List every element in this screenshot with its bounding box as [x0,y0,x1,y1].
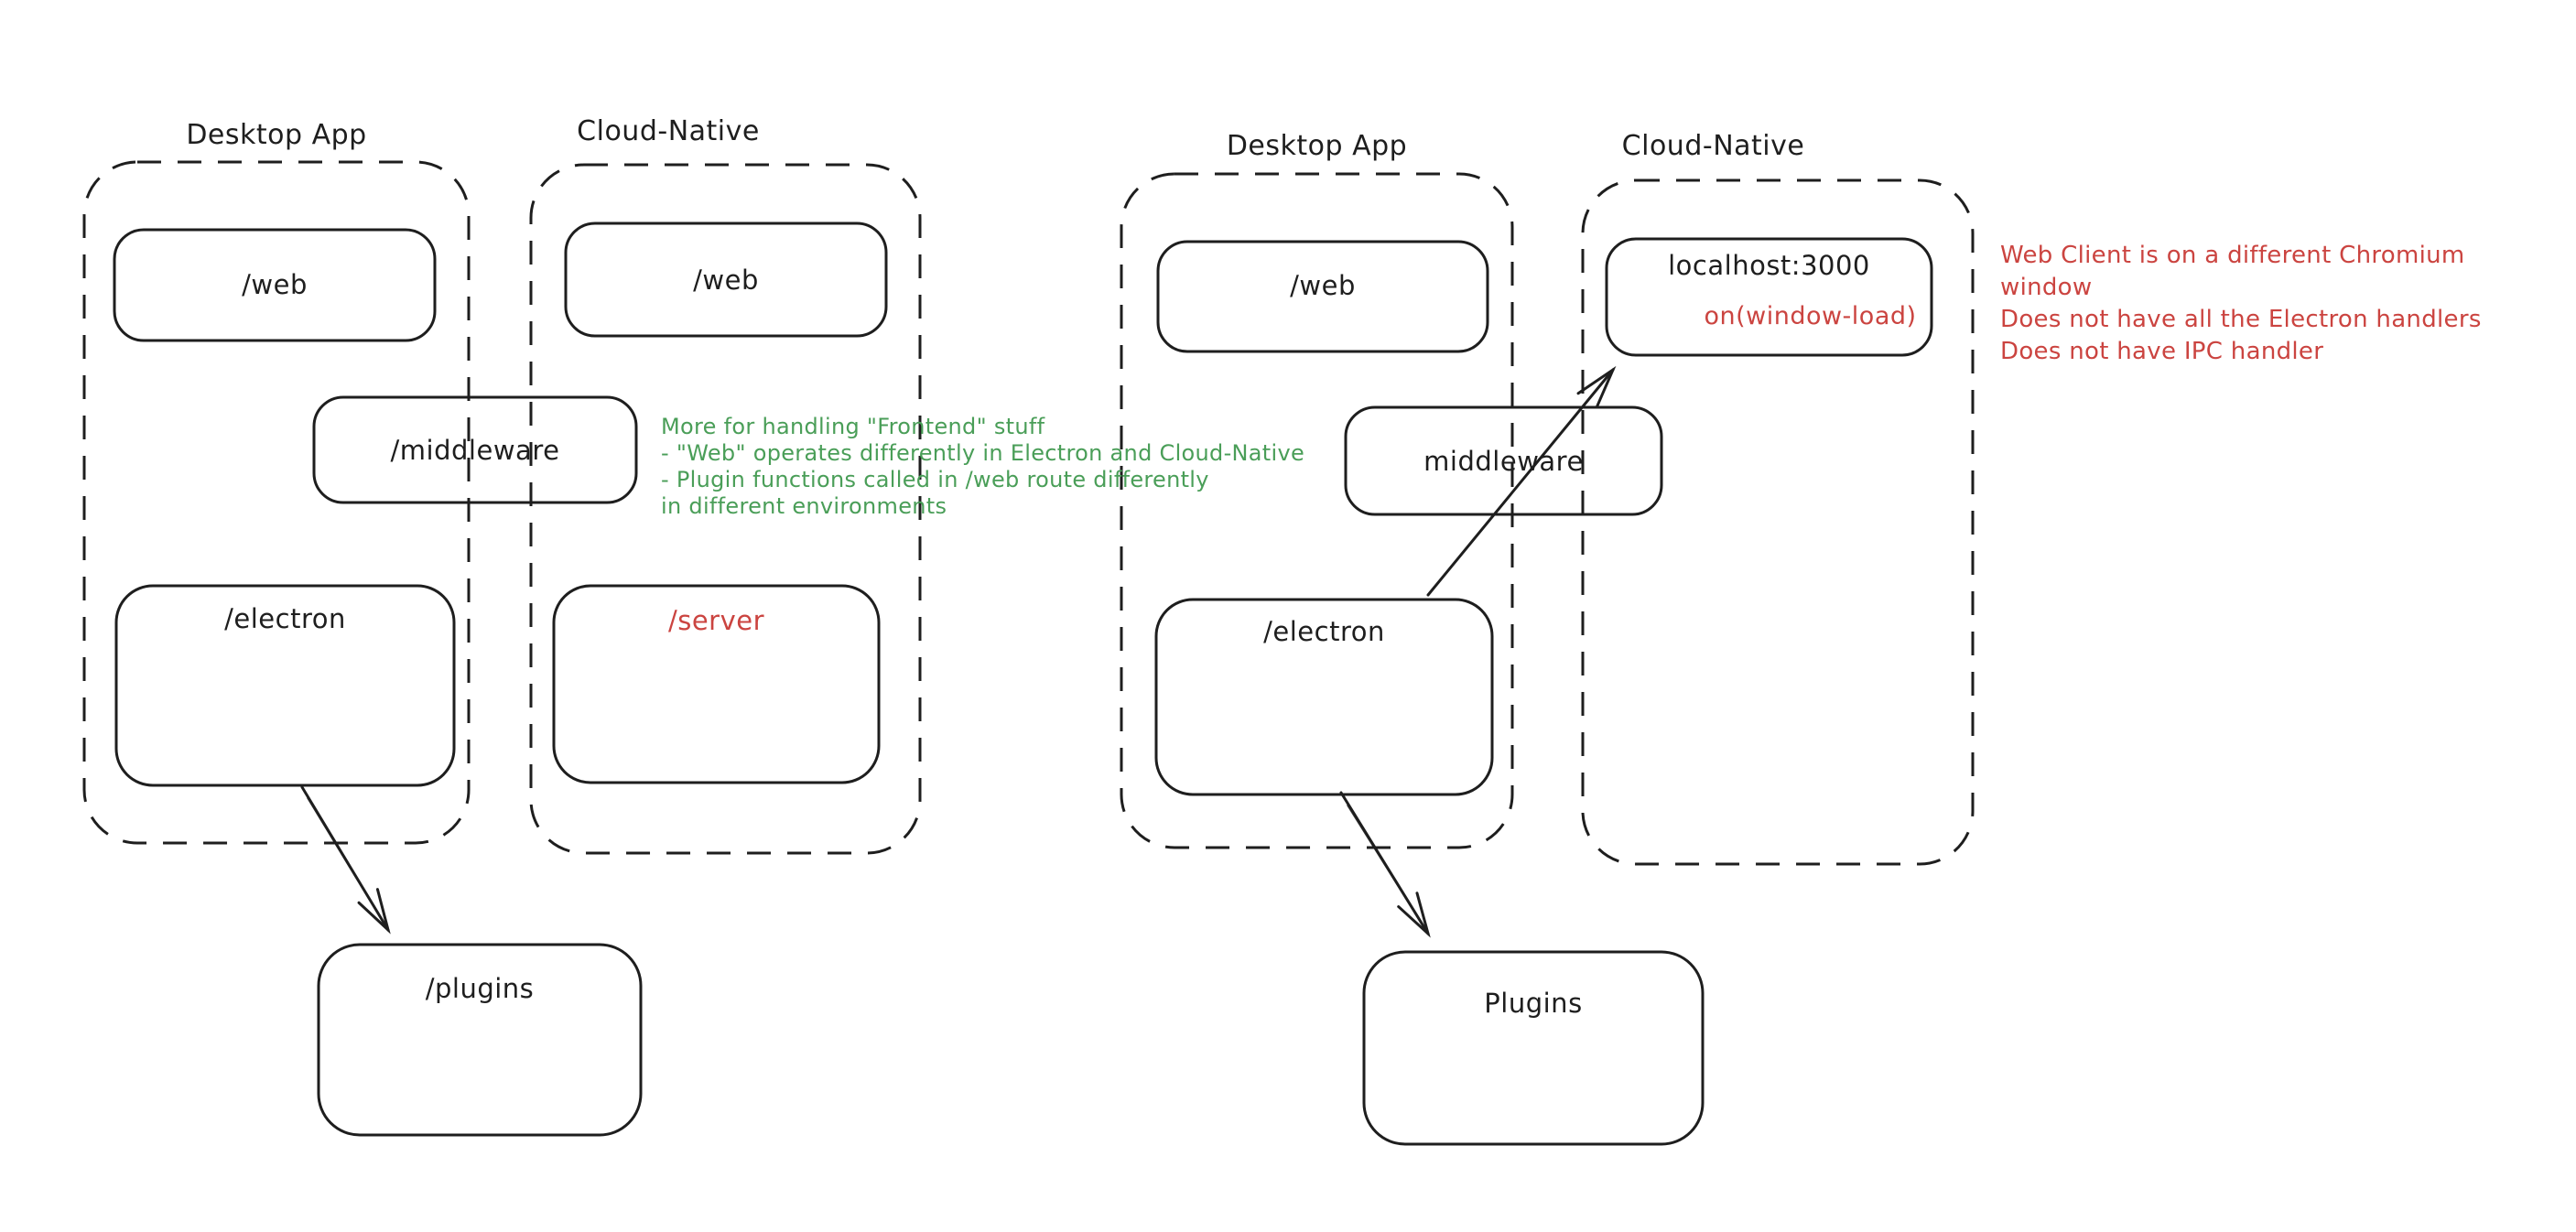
arrow-left-electron-to-plugins-sketch [307,797,385,925]
left-middleware-box [312,395,638,504]
left-server-box [552,584,881,784]
right-desktop-web-label: /web [1290,270,1356,301]
left-cloud-title: Cloud-Native [577,115,760,147]
right-localhost-label: localhost:3000 [1668,250,1870,281]
left-desktop-web-box [113,228,437,342]
right-plugins-box [1362,950,1705,1146]
right-cloud-title: Cloud-Native [1621,130,1805,162]
left-plugins-box [317,943,643,1137]
right-localhost-sub-label: on(window-load) [1704,302,1917,330]
left-cloud-container [529,163,922,855]
right-middleware-box [1344,405,1663,516]
right-electron-box [1154,598,1494,796]
left-cloud-web-label: /web [693,265,759,296]
right-plugins-label: Plugins [1484,988,1583,1019]
left-desktop-web-label: /web [242,269,308,300]
right-desktop-title: Desktop App [1226,130,1408,162]
right-localhost-box [1605,237,1933,357]
left-cloud-web-box [564,222,888,338]
right-desktop-container [1120,172,1514,849]
right-desktop-web-box [1156,240,1489,353]
left-annotation-note: More for handling "Frontend" stuff - "We… [661,414,1305,519]
right-cloud-container [1581,178,1975,866]
left-electron-label: /electron [224,603,346,634]
arrow-right-electron-to-localhost [1426,365,1617,597]
left-electron-box [114,584,456,787]
right-annotation-note: Web Client is on a different Chromium wi… [2000,242,2482,365]
left-plugins-label: /plugins [425,973,535,1004]
right-middleware-label: middleware [1423,446,1584,477]
left-middleware-label: /middleware [390,435,560,466]
right-electron-label: /electron [1263,616,1385,647]
left-server-label: /server [667,605,765,636]
left-desktop-title: Desktop App [186,119,367,151]
arrow-right-electron-to-plugins-sketch [1347,805,1425,929]
